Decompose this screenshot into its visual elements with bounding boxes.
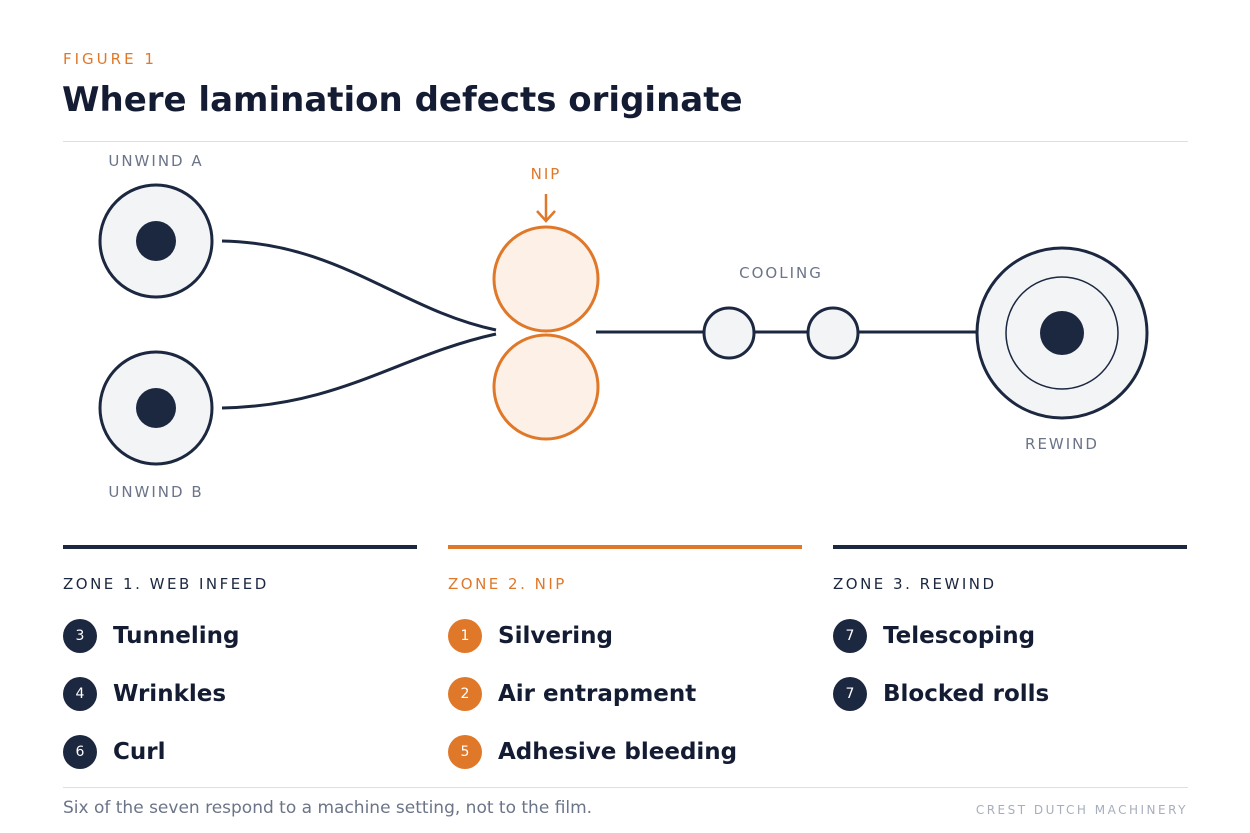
web-b-line: [221, 332, 497, 410]
cooling-roll-2: [806, 306, 860, 360]
defect-number-badge: 1: [448, 619, 482, 653]
zone-web-infeed: ZONE 1. WEB INFEED 3 Tunneling 4 Wrinkle…: [63, 545, 417, 781]
defect-number-badge: 3: [63, 619, 97, 653]
rewind-label: REWIND: [1025, 435, 1099, 453]
defect-number-badge: 2: [448, 677, 482, 711]
defect-item: 1 Silvering: [448, 607, 802, 665]
figure-caption: Six of the seven respond to a machine se…: [63, 798, 593, 818]
cooling-roll-1: [702, 306, 756, 360]
defect-list: 1 Silvering 2 Air entrapment 5 Adhesive …: [448, 607, 802, 781]
defect-number-badge: 4: [63, 677, 97, 711]
zone-title: ZONE 2. NIP: [448, 575, 567, 593]
lamination-process-diagram: UNWIND A UNWIND B NIP COOLING REWIND: [98, 152, 1149, 501]
nip-arrow-icon: [536, 194, 556, 223]
defect-name: Silvering: [498, 623, 613, 649]
rewind-roll: [975, 246, 1149, 420]
defect-list: 7 Telescoping 7 Blocked rolls: [833, 607, 1187, 723]
unwind-a-roll: [98, 183, 214, 299]
zone-title: ZONE 3. REWIND: [833, 575, 997, 593]
defect-name: Adhesive bleeding: [498, 739, 738, 765]
defect-number-badge: 7: [833, 677, 867, 711]
unwind-b-label: UNWIND B: [108, 483, 203, 501]
defect-number-badge: 5: [448, 735, 482, 769]
defect-item: 7 Telescoping: [833, 607, 1187, 665]
defect-name: Telescoping: [883, 623, 1036, 649]
zone-bar: [63, 545, 417, 549]
zone-rewind: ZONE 3. REWIND 7 Telescoping 7 Blocked r…: [833, 545, 1187, 723]
defect-name: Curl: [113, 739, 166, 765]
unwind-b-roll: [98, 350, 214, 466]
figure-label: FIGURE 1: [63, 50, 157, 68]
title-divider: [63, 141, 1188, 142]
defect-item: 7 Blocked rolls: [833, 665, 1187, 723]
footer-divider: [63, 787, 1188, 788]
unwind-a-label: UNWIND A: [108, 152, 203, 170]
defect-item: 5 Adhesive bleeding: [448, 723, 802, 781]
zone-bar: [448, 545, 802, 549]
nip-label: NIP: [531, 165, 562, 183]
defect-item: 6 Curl: [63, 723, 417, 781]
defect-item: 2 Air entrapment: [448, 665, 802, 723]
nip-bottom-roll: [492, 333, 600, 441]
nip-top-roll: [492, 225, 600, 333]
defect-name: Wrinkles: [113, 681, 227, 707]
defect-name: Blocked rolls: [883, 681, 1050, 707]
defect-number-badge: 7: [833, 619, 867, 653]
zone-bar: [833, 545, 1187, 549]
defect-name: Air entrapment: [498, 681, 697, 707]
zone-title: ZONE 1. WEB INFEED: [63, 575, 269, 593]
defect-number-badge: 6: [63, 735, 97, 769]
cooling-label: COOLING: [739, 264, 823, 282]
defect-item: 4 Wrinkles: [63, 665, 417, 723]
defect-item: 3 Tunneling: [63, 607, 417, 665]
figure-title: Where lamination defects originate: [62, 80, 743, 120]
defect-list: 3 Tunneling 4 Wrinkles 6 Curl: [63, 607, 417, 781]
web-a-line: [221, 239, 497, 332]
zone-nip: ZONE 2. NIP 1 Silvering 2 Air entrapment…: [448, 545, 802, 781]
defect-name: Tunneling: [113, 623, 240, 649]
brand-credit: CREST DUTCH MACHINERY: [975, 803, 1188, 817]
